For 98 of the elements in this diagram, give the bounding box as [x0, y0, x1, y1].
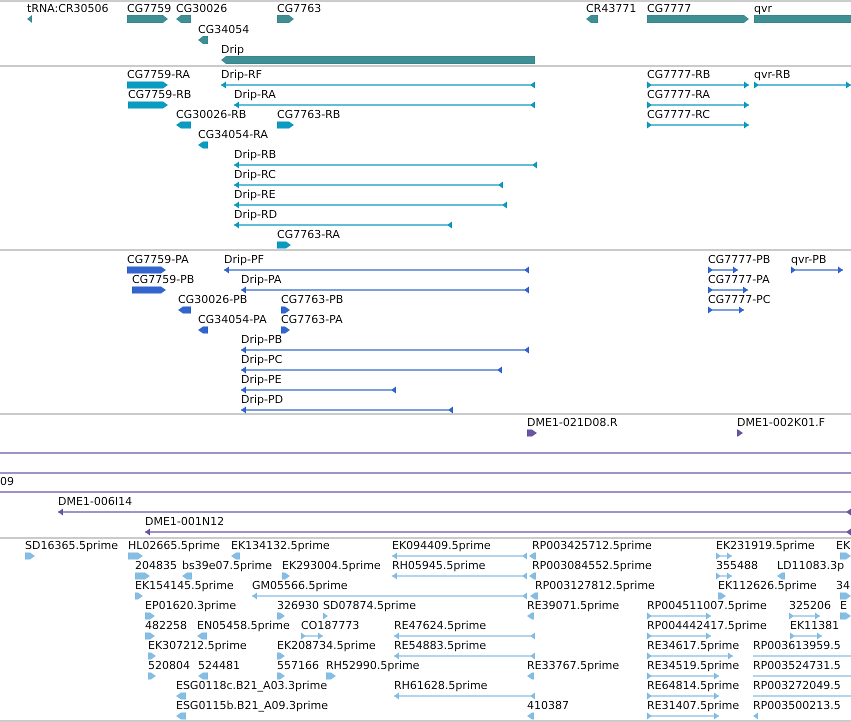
feature-label: RP003613959.5: [753, 639, 841, 653]
feature-label: CG7763-PA: [281, 313, 343, 327]
feature-label: Drip-RE: [234, 188, 276, 202]
feature-label: RP004511007.5prime: [647, 599, 767, 613]
feature-label: Drip-PF: [224, 253, 264, 267]
feature-label: Drip-RD: [234, 208, 278, 222]
feature-label: EK: [836, 539, 850, 553]
feature-label: RE64814.5prime: [647, 679, 740, 693]
feature-label: 520804: [148, 659, 190, 673]
feature-label: CG7777-RB: [647, 68, 710, 82]
feature-label: RP003524731.5: [753, 659, 841, 673]
feature-label: CG34054-RA: [198, 128, 268, 142]
feature-label: EK231919.5prime: [716, 539, 815, 553]
feature-label: RE34617.5prime: [647, 639, 740, 653]
feature-label: DME1-021D08.R: [527, 416, 618, 430]
feature-label: 557166: [277, 659, 319, 673]
feature-label: qvr: [754, 2, 772, 16]
feature-label: tRNA:CR30506: [27, 2, 109, 16]
feature-label: Drip: [221, 43, 244, 57]
feature-label: Drip-RB: [234, 148, 276, 162]
feature-label: CG7763-RA: [277, 228, 340, 242]
feature-label: CO187773: [301, 619, 360, 633]
feature-label: RE33767.5prime: [527, 659, 620, 673]
feature-label: EK293004.5prime: [282, 559, 381, 573]
feature-label: DME1-006I14: [58, 495, 132, 509]
feature-label: 204835: [135, 559, 177, 573]
feature-label: Drip-PE: [241, 373, 282, 387]
feature-label: EK307212.5prime: [148, 639, 247, 653]
feature-label: CG7777-RC: [647, 108, 710, 122]
feature-label: DME1-001N12: [145, 515, 224, 529]
feature-label: Drip-PA: [241, 273, 282, 287]
feature-label: qvr-PB: [791, 253, 826, 267]
feature-label: CG7777-PB: [708, 253, 770, 267]
feature-label: GM05566.5prime: [252, 579, 348, 593]
feature-label: CG34054: [198, 23, 250, 37]
feature-label: CG7777-PC: [708, 293, 770, 307]
feature-label: 355488: [716, 559, 758, 573]
feature-label: RH05945.5prime: [392, 559, 486, 573]
feature-label: CG7763-RB: [277, 108, 340, 122]
feature-label: Drip-RA: [234, 88, 276, 102]
feature-label: ESG0115b.B21_A09.3prime: [176, 699, 328, 713]
feature-label: 325206: [789, 599, 831, 613]
feature-label: Drip-PC: [241, 353, 282, 367]
feature-label: RE47624.5prime: [394, 619, 486, 633]
feature-label: LD11083.3p: [777, 559, 844, 573]
feature-label: 34: [836, 579, 850, 593]
feature-label: EK134132.5prime: [231, 539, 330, 553]
feature-label: CG30026-RB: [176, 108, 246, 122]
feature-label: Drip-PD: [241, 393, 284, 407]
feature-label: RE39071.5prime: [527, 599, 620, 613]
feature-label: HL02665.5prime: [128, 539, 220, 553]
feature-label: ESG0118c.B21_A03.3prime: [176, 679, 328, 693]
feature-label: EK11381: [790, 619, 840, 633]
feature-label: E: [840, 599, 847, 613]
feature-label: SD16365.5prime: [25, 539, 118, 553]
feature-label: CG7759: [127, 2, 172, 16]
feature-label: CG7777-RA: [647, 88, 710, 102]
feature-label: CG30026: [176, 2, 228, 16]
feature-label: RP003272049.5: [753, 679, 841, 693]
feature-label: 410387: [527, 699, 569, 713]
feature-label: CG7763: [277, 2, 322, 16]
feature-label: RP003500213.5: [753, 699, 841, 713]
feature-label: CG34054-PA: [198, 313, 267, 327]
feature-label: RE54883.5prime: [394, 639, 486, 653]
feature-label: EK208734.5prime: [277, 639, 376, 653]
feature-label: RE31407.5prime: [647, 699, 740, 713]
feature-label: EK094409.5prime: [392, 539, 491, 553]
feature-label: RH52990.5prime: [326, 659, 420, 673]
feature-label: CG7759-PB: [132, 273, 194, 287]
feature-label: qvr-RB: [754, 68, 790, 82]
feature-label: RP003127812.5prime: [535, 579, 655, 593]
feature-label: RP004442417.5prime: [647, 619, 767, 633]
feature-label: CG30026-PB: [178, 293, 248, 307]
feature-label: DME1-002K01.F: [737, 416, 825, 430]
feature-label: Drip-RC: [234, 168, 276, 182]
feature-label: 09: [0, 475, 14, 489]
feature-label: CG7777: [647, 2, 692, 16]
feature-label: CG7777-PA: [708, 273, 770, 287]
feature-label: EP01620.3prime: [145, 599, 236, 613]
feature-label: EK154145.5prime: [135, 579, 234, 593]
feature-label: EN05458.5prime: [197, 619, 290, 633]
feature-label: bs39e07.5prime: [182, 559, 272, 573]
feature-label: RH61628.5prime: [394, 679, 488, 693]
feature-label: 326930: [277, 599, 319, 613]
feature-label: EK112626.5prime: [718, 579, 817, 593]
feature-label: CR43771: [586, 2, 636, 16]
feature-label: 482258: [145, 619, 187, 633]
feature-label: 524481: [198, 659, 240, 673]
feature-label: Drip-PB: [241, 333, 282, 347]
feature-label: RP003425712.5prime: [532, 539, 652, 553]
feature-label: SD07874.5prime: [323, 599, 416, 613]
feature-label: CG7759-RA: [127, 68, 190, 82]
feature-label: CG7759-RB: [128, 88, 192, 102]
feature-label: RP003084552.5prime: [532, 559, 652, 573]
feature-label: CG7759-PA: [127, 253, 189, 267]
feature-label: Drip-RF: [221, 68, 262, 82]
feature-label: CG7763-PB: [281, 293, 344, 307]
feature-label: RE34519.5prime: [647, 659, 740, 673]
